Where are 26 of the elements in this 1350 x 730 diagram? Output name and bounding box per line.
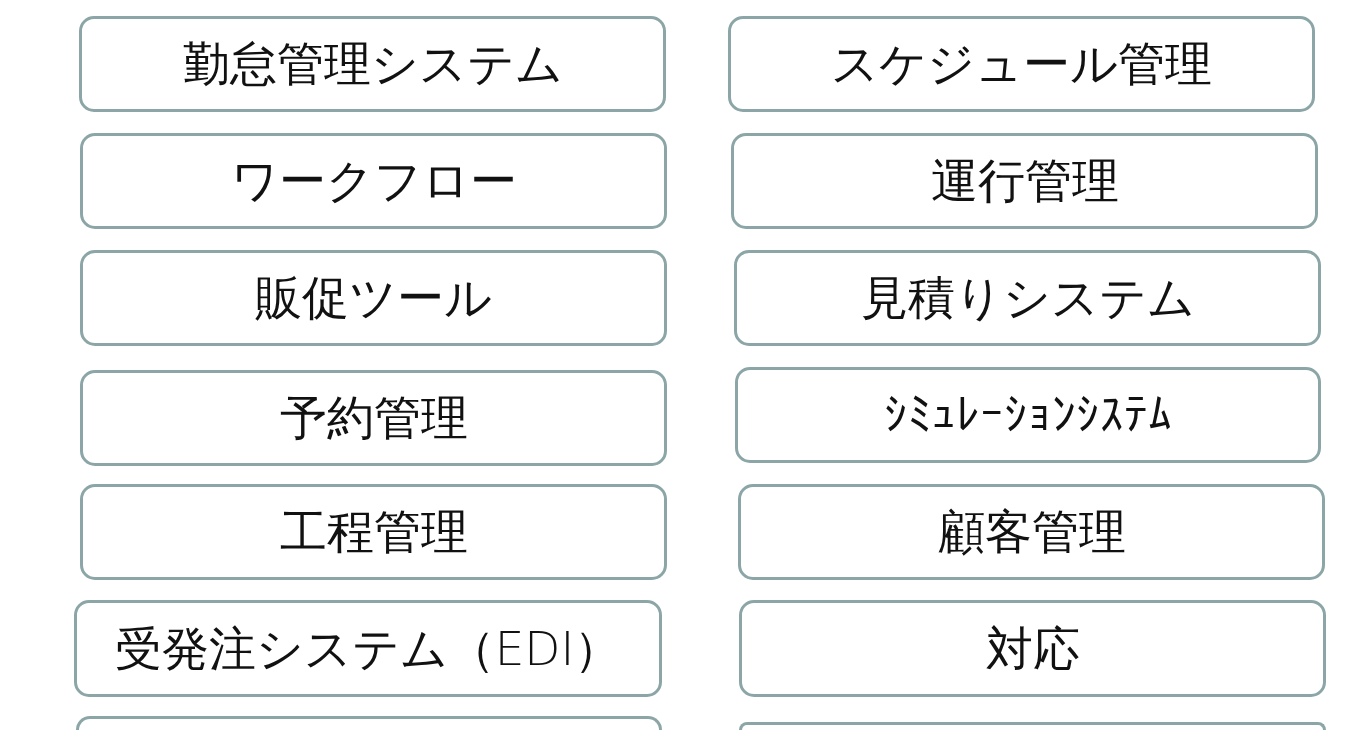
label-box [80,370,667,466]
label-box [739,600,1326,697]
label-box [79,16,666,112]
item-label: ｼﾐｭﾚｰｼｮﾝｼｽﾃﾑ [884,389,1172,441]
label-box [74,600,662,697]
item-label: 運行管理 [930,155,1119,207]
empty-box [739,722,1326,730]
label-box [738,484,1325,580]
item-label: 対応 [985,622,1080,675]
item-label: 販促ツール [255,272,492,324]
label-box [80,484,667,580]
item-label: 勤怠管理システム [182,38,563,90]
label-box [80,250,667,346]
empty-box [76,716,662,730]
item-label: 顧客管理 [937,506,1126,558]
item-label: 工程管理 [279,506,468,558]
label-box [734,250,1321,346]
item-label: 受発注システム（EDI） [114,622,622,675]
item-label: 見積りシステム [860,272,1195,324]
item-label: 予約管理 [279,392,468,444]
label-box [728,16,1315,112]
item-label: スケジュール管理 [831,38,1212,90]
label-box [731,133,1318,229]
item-label: ワークフロー [230,155,517,207]
label-box [735,367,1321,463]
label-box [80,133,667,229]
